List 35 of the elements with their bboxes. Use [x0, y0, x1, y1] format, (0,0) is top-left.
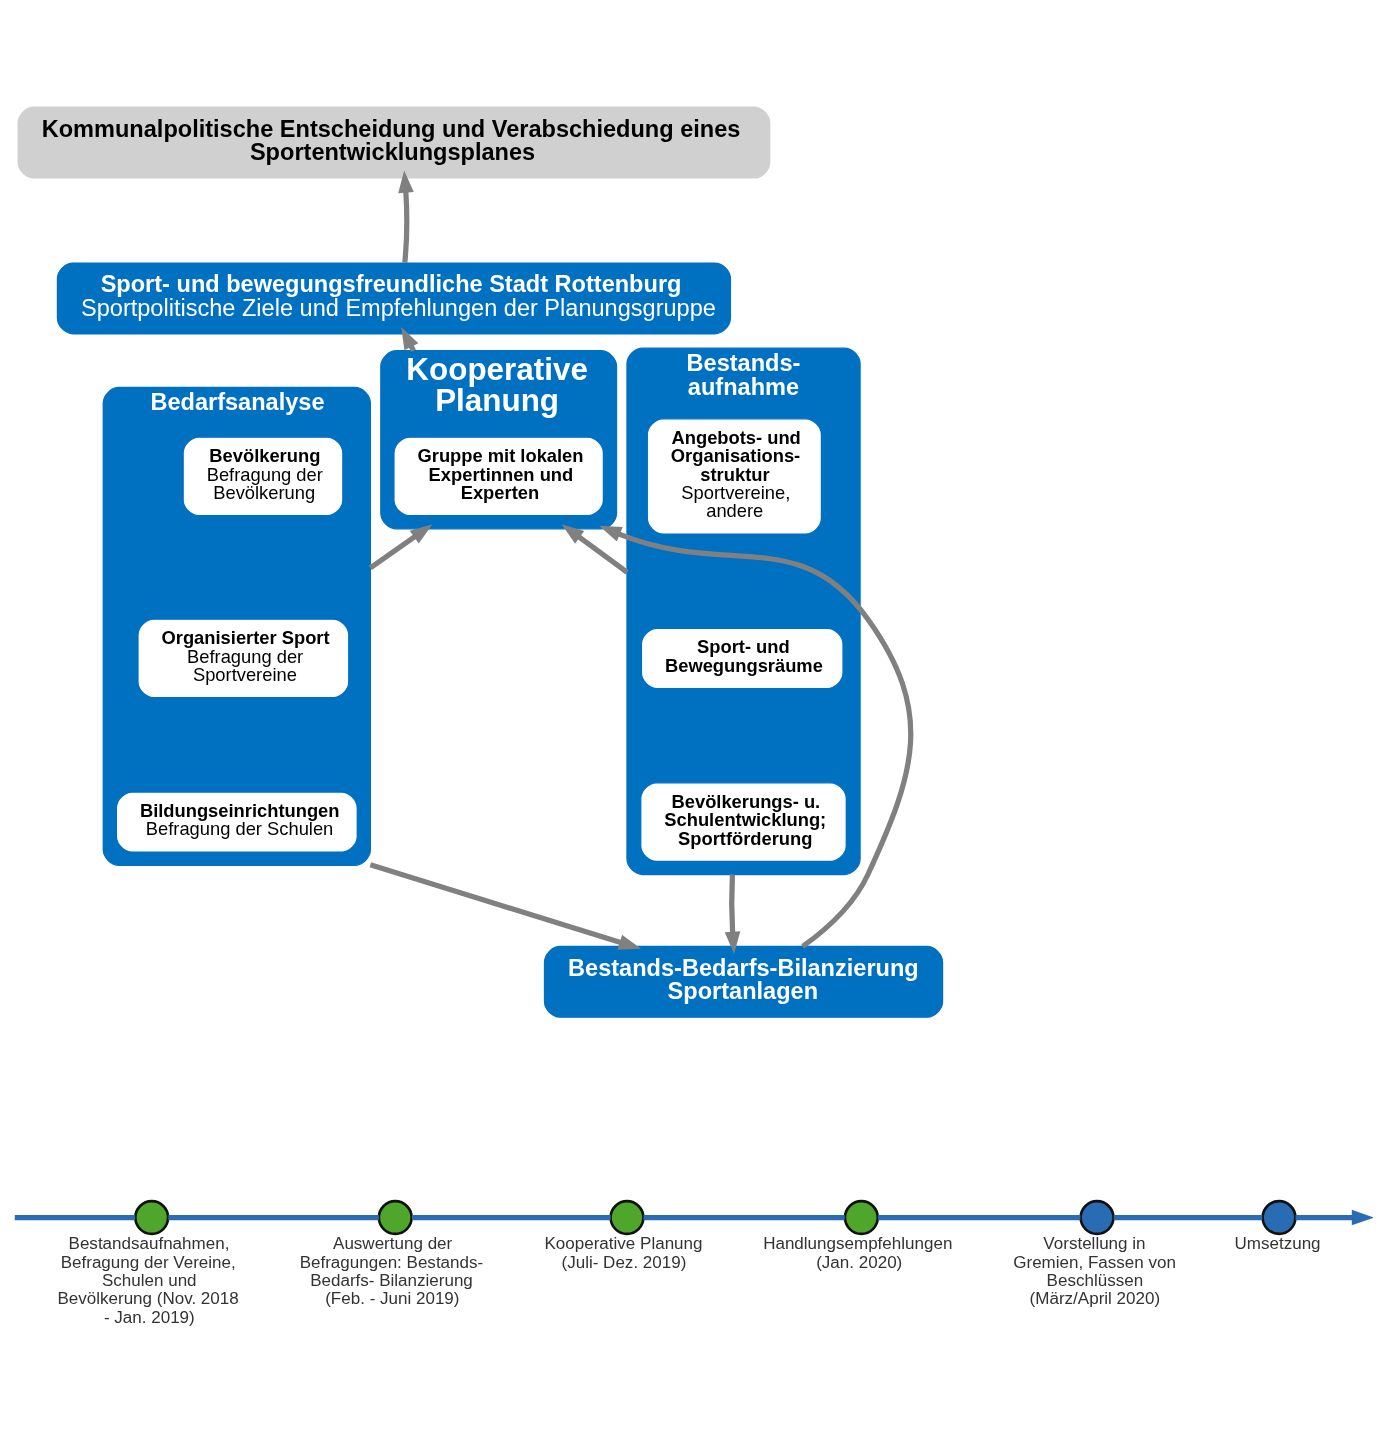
node-circle: [134, 1199, 170, 1235]
node-box: Bevölkerung Befragung der Bevölkerung: [182, 436, 344, 516]
node-box: Organisierter Sport Befragung der Sportvereine: [137, 618, 350, 698]
arrow: [398, 169, 414, 263]
node-box: Sport- und Bewegungsräume: [640, 627, 844, 689]
arrow: [599, 525, 914, 949]
node-box: Sport- und bewegungsfreundliche Stadt Rottenburg Sportpolitische Ziele und Empfehlungen der Planungsgruppe: [56, 261, 732, 334]
connector: [643, 1214, 845, 1220]
connector: [1113, 1214, 1263, 1220]
node-box: Bevölkerungs- u. Schulentwicklung; Sportförderung: [640, 781, 847, 862]
node-box: Bestands-Bedarfs-Bilanzierung Sportanlagen: [543, 945, 944, 1018]
node-label: Bestandsaufnahmen, Befragung der Vereine, Schulen und Bevölkerung (Nov. 2018 - Jan. 2019): [57, 1233, 239, 1327]
node-label: Handlungsempfehlungen (Jan. 2020): [763, 1233, 953, 1272]
arrow: [561, 523, 629, 574]
node-box: Angebots- und Organisations- struktur Sportvereine, andere: [646, 417, 823, 535]
node-circle: [1079, 1199, 1115, 1235]
node-label: Umsetzung: [1234, 1233, 1321, 1253]
node-box: Bildungseinrichtungen Befragung der Schulen: [115, 790, 358, 853]
connector: [412, 1214, 611, 1220]
node-label: Vorstellung in Gremien, Fassen von Beschlüssen (März/April 2020): [1013, 1233, 1176, 1308]
arrow: [724, 873, 741, 954]
node-label: Auswertung der Befragungen: Bestands- Bedarfs- Bilanzierung (Feb. - Juni 2019): [299, 1233, 484, 1308]
connector: [168, 1214, 379, 1220]
arrow: [369, 861, 642, 950]
connector: [877, 1214, 1081, 1220]
node-circle: [1261, 1199, 1297, 1235]
node-box: Kommunalpolitische Entscheidung und Verabschiedung eines Sportentwicklungsplanes: [17, 106, 771, 179]
node-circle: [609, 1199, 645, 1235]
node-box: Gruppe mit lokalen Expertinnen und Experten: [393, 436, 605, 516]
connector: [14, 1214, 136, 1220]
arrow: [1295, 1209, 1373, 1225]
arrow: [368, 523, 433, 570]
node-label: Kooperative Planung (Juli- Dez. 2019): [544, 1233, 703, 1272]
node-circle: [377, 1199, 413, 1235]
node-circle: [843, 1199, 880, 1235]
